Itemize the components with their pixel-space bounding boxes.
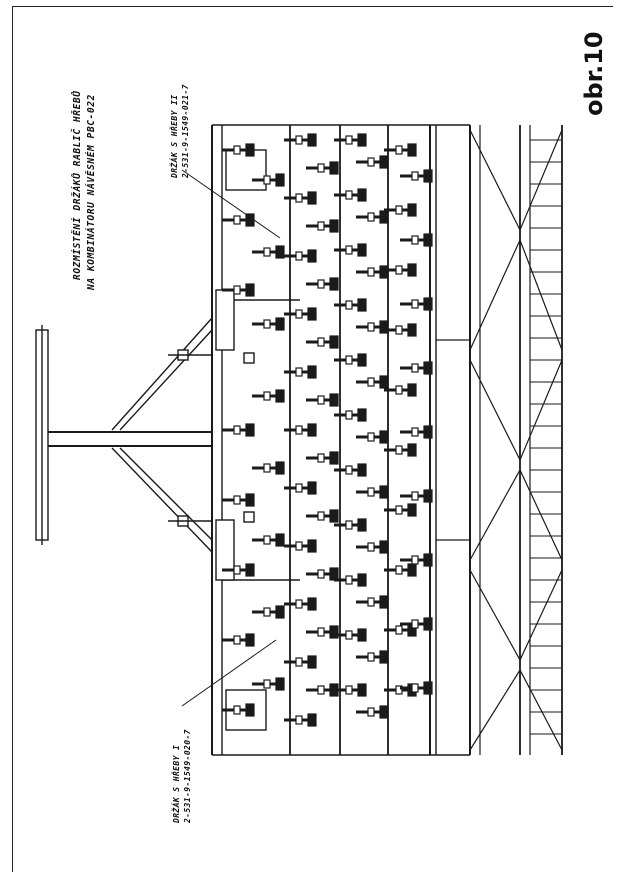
tine-holder	[284, 713, 317, 727]
holder-1-label: DRŽÁK S HŘEBY I	[172, 744, 181, 823]
tine-holder	[306, 393, 339, 407]
holder-1-part-number: 2-531-9-1549-020-7	[183, 729, 192, 823]
tine-holder	[284, 249, 317, 263]
page-border	[12, 6, 613, 872]
tine-holder	[400, 425, 433, 439]
tine-holder	[252, 389, 285, 403]
tine-holder	[306, 625, 339, 639]
tine-holder	[400, 617, 433, 631]
tine-holder	[334, 133, 367, 147]
tine-holder	[306, 567, 339, 581]
tine-holder	[356, 705, 389, 719]
tine-holder	[284, 423, 317, 437]
tine-holder	[384, 383, 417, 397]
tine-holder	[356, 485, 389, 499]
tine-holder	[384, 443, 417, 457]
tine-holder	[334, 353, 367, 367]
tine-holder	[284, 365, 317, 379]
tine-holder	[400, 681, 433, 695]
tine-holder	[384, 203, 417, 217]
tine-holder	[306, 161, 339, 175]
tine-holder	[222, 633, 255, 647]
tine-holder	[306, 277, 339, 291]
tine-holder	[384, 503, 417, 517]
tine-holder	[284, 481, 317, 495]
tine-holder	[334, 683, 367, 697]
tine-holder	[384, 143, 417, 157]
title-line-2: NA KOMBINÁTORU NÁVĚSNÉM PBC-022	[86, 94, 97, 290]
tine-holder	[400, 297, 433, 311]
tine-holder	[356, 320, 389, 334]
tine-holder	[222, 563, 255, 577]
tine-holder	[356, 265, 389, 279]
tine-holder	[400, 553, 433, 567]
tine-holders	[222, 133, 433, 727]
tine-holder	[252, 677, 285, 691]
tine-holder	[284, 307, 317, 321]
tine-holder	[252, 317, 285, 331]
tine-holder	[284, 191, 317, 205]
tine-holder	[356, 650, 389, 664]
tine-holder	[356, 430, 389, 444]
tine-holder	[252, 605, 285, 619]
rear-harrow	[436, 125, 563, 755]
tine-holder	[252, 245, 285, 259]
tine-holder	[252, 533, 285, 547]
tine-holder	[334, 188, 367, 202]
hitch-bar	[35, 317, 213, 553]
tine-holder	[400, 169, 433, 183]
title-line-1: ROZMÍSTĚNÍ DRŽÁKŮ RABLIČ HŘEBŮ	[72, 90, 83, 280]
tine-holder	[384, 323, 417, 337]
tine-holder	[400, 233, 433, 247]
tine-holder	[356, 375, 389, 389]
tine-holder	[334, 463, 367, 477]
harrow-crossbars	[530, 139, 562, 735]
leader-lines	[181, 169, 281, 707]
tine-holder	[334, 408, 367, 422]
tine-holder	[356, 540, 389, 554]
tine-holder	[334, 518, 367, 532]
tine-holder	[222, 703, 255, 717]
tine-holder	[222, 143, 255, 157]
tine-holder	[400, 489, 433, 503]
tine-holder	[222, 213, 255, 227]
tine-holder	[306, 451, 339, 465]
tine-holder	[252, 461, 285, 475]
tine-holder	[222, 283, 255, 297]
tine-holder	[356, 155, 389, 169]
tine-holder	[222, 493, 255, 507]
tine-holder	[222, 423, 255, 437]
tine-holder	[284, 539, 317, 553]
holder-2-part-number: 2-531-9-1549-021-7	[181, 84, 190, 178]
tine-holder	[284, 655, 317, 669]
tine-holder	[356, 595, 389, 609]
tine-holder	[306, 683, 339, 697]
figure-label: obr.10	[580, 31, 608, 116]
tine-holder	[384, 563, 417, 577]
tine-holder	[284, 597, 317, 611]
tine-holder	[334, 628, 367, 642]
holder-2-label: DRŽÁK S HŘEBY II	[170, 94, 179, 178]
tine-holder	[384, 263, 417, 277]
tine-holder	[306, 335, 339, 349]
tine-holder	[334, 243, 367, 257]
main-frame	[211, 124, 470, 756]
tine-holder	[400, 361, 433, 375]
tine-holder	[252, 173, 285, 187]
tine-holder	[306, 509, 339, 523]
tine-holder	[356, 210, 389, 224]
tine-holder	[334, 573, 367, 587]
tine-holder	[306, 219, 339, 233]
side-assemblies	[168, 149, 267, 731]
tine-holder	[334, 298, 367, 312]
tine-holder	[284, 133, 317, 147]
